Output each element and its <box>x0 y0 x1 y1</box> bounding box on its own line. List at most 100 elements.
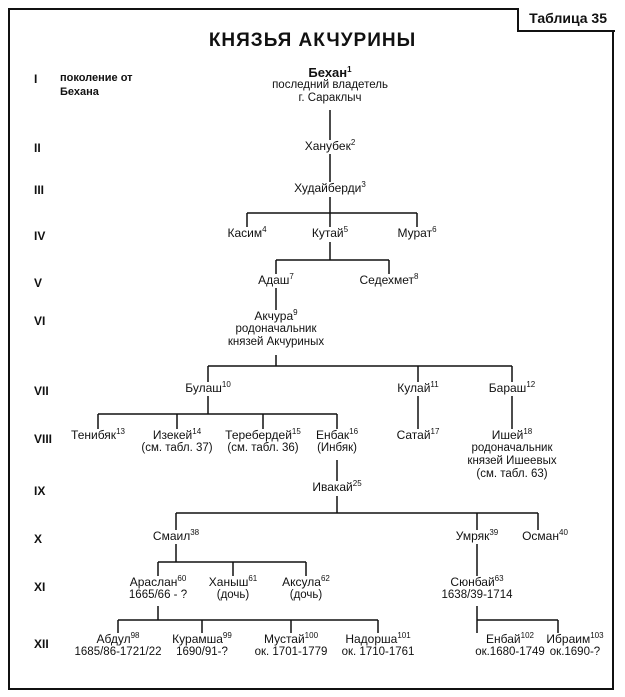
person-name-text: Бараш <box>488 381 527 395</box>
person-osman: Осман40 <box>522 528 568 543</box>
person-name-text: Изекей <box>152 428 193 442</box>
person-name-text: Енбай <box>486 632 521 646</box>
person-ref-number: 62 <box>320 574 330 583</box>
person-name-text: Мустай <box>263 632 305 646</box>
person-name: Курамша99 <box>172 631 232 646</box>
person-ref-number: 15 <box>291 427 301 436</box>
person-ref-number: 102 <box>520 631 534 640</box>
person-name: Тенибяк13 <box>71 427 125 442</box>
person-ref-number: 63 <box>494 574 504 583</box>
page-title: КНЯЗЬЯ АКЧУРИНЫ <box>208 30 417 51</box>
person-ref-number: 7 <box>289 272 294 281</box>
person-name: Бехан1 <box>272 65 388 80</box>
person-adash: Адаш7 <box>258 272 294 287</box>
person-bulash: Булаш10 <box>185 381 231 395</box>
person-name: Бараш12 <box>488 380 536 395</box>
person-kutai: Кутай5 <box>312 226 348 240</box>
person-ref-number: 40 <box>558 528 568 537</box>
generation-label: I <box>34 72 38 86</box>
person-name-text: Ишей <box>491 428 524 442</box>
person-name-text: Енбак <box>315 428 350 442</box>
table-frame <box>8 8 614 690</box>
person-ref-number: 12 <box>526 380 536 389</box>
person-enbak: Енбак16(Инбяк) <box>315 427 359 455</box>
person-name: Абдул98 <box>75 631 162 646</box>
person-name: Сюнбай63 <box>442 574 513 589</box>
person-name: Седехмет8 <box>360 273 419 287</box>
generation-label: IX <box>34 484 46 498</box>
person-note: ок. 1701-1779 <box>254 646 328 658</box>
generation-label: XI <box>34 580 46 594</box>
person-name-text: Теребердей <box>225 428 292 442</box>
person-ref-number: 18 <box>523 427 533 436</box>
person-note: ок. 1710-1761 <box>341 646 415 658</box>
person-ref-number: 9 <box>293 308 298 317</box>
person-kulai: Кулай11 <box>397 381 438 395</box>
person-ref-number: 103 <box>590 631 604 640</box>
person-ref-number: 16 <box>349 427 359 436</box>
person-ref-number: 61 <box>248 574 258 583</box>
person-ref-number: 98 <box>130 631 140 640</box>
person-murat: Мурат6 <box>397 226 436 240</box>
person-name: Умряк39 <box>456 528 499 543</box>
person-name: Аксула62 <box>282 574 330 589</box>
person-umryak: Умряк39 <box>456 528 499 543</box>
person-note: родоначальник <box>235 323 317 335</box>
person-name: Араслан60 <box>129 574 187 589</box>
person-ref-number: 39 <box>489 528 499 537</box>
person-name-text: Араслан <box>129 575 178 589</box>
person-name: Ишей18 <box>467 427 556 442</box>
person-note: 1685/86-1721/22 <box>74 646 162 658</box>
person-aksula: Аксула62(дочь) <box>282 574 330 602</box>
person-note: князей Ишеевых <box>467 455 557 467</box>
person-name-text: Ибраим <box>546 632 591 646</box>
person-name-text: Аксула <box>282 575 321 589</box>
person-note: 1665/66 - ? <box>128 589 188 601</box>
person-note: (дочь) <box>289 589 323 601</box>
person-note: последний владетель <box>272 79 388 91</box>
person-name: Кулай11 <box>397 381 438 395</box>
person-name: Ибраим103 <box>546 631 604 646</box>
person-name: Кутай5 <box>312 226 348 240</box>
person-ref-number: 60 <box>177 574 187 583</box>
person-ref-number: 99 <box>222 631 232 640</box>
person-ref-number: 4 <box>262 225 267 234</box>
person-name-text: Мурат <box>397 226 433 240</box>
generation-label: III <box>34 183 45 197</box>
person-ivakai: Ивакай25 <box>312 480 361 494</box>
person-name-text: Курамша <box>172 632 223 646</box>
generation-label: X <box>34 532 43 546</box>
person-note: (см. табл. 37) <box>141 442 213 454</box>
person-name-text: Кулай <box>397 381 431 395</box>
person-name: Ханубек2 <box>305 139 356 153</box>
person-tereberdei: Теребердей15(см. табл. 36) <box>225 427 301 455</box>
person-name: Адаш7 <box>258 272 294 287</box>
person-name-text: Булаш <box>185 381 222 395</box>
person-ref-number: 1 <box>347 65 352 74</box>
person-name-text: Сатай <box>396 428 431 442</box>
person-name-text: Смаил <box>152 529 191 543</box>
person-ref-number: 13 <box>116 427 125 436</box>
person-ref-number: 101 <box>397 631 411 640</box>
person-ref-number: 17 <box>430 427 440 436</box>
person-ref-number: 3 <box>361 180 366 189</box>
person-name: Осман40 <box>522 528 568 543</box>
generation-label: V <box>34 276 43 290</box>
generation-label: IV <box>34 229 46 243</box>
generation-label: II <box>34 141 41 155</box>
person-barash: Бараш12 <box>488 380 536 395</box>
person-name-text: Сюнбай <box>450 575 495 589</box>
person-name-text: Осман <box>522 529 559 543</box>
person-note: (дочь) <box>216 589 250 601</box>
